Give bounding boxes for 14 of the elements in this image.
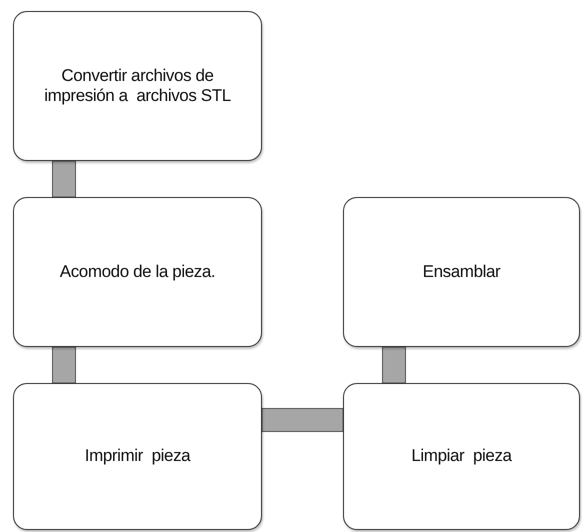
process-box — [343, 197, 580, 347]
step-label: Acomodo de la pieza. — [58, 262, 216, 282]
process-box — [13, 383, 262, 530]
process-box — [343, 383, 580, 530]
process-box — [13, 197, 262, 347]
connector-bar — [262, 408, 344, 432]
connector-bar — [52, 346, 76, 384]
step-label: Ensamblar — [422, 262, 502, 282]
connector-bar — [382, 346, 406, 384]
connector-bar — [52, 160, 76, 198]
step-label: Convertir archivos de impresión a archivos STL — [43, 66, 232, 106]
step-label: Imprimir pieza — [84, 446, 192, 467]
process-box — [13, 11, 262, 161]
step-label: Limpiar pieza — [410, 446, 513, 467]
